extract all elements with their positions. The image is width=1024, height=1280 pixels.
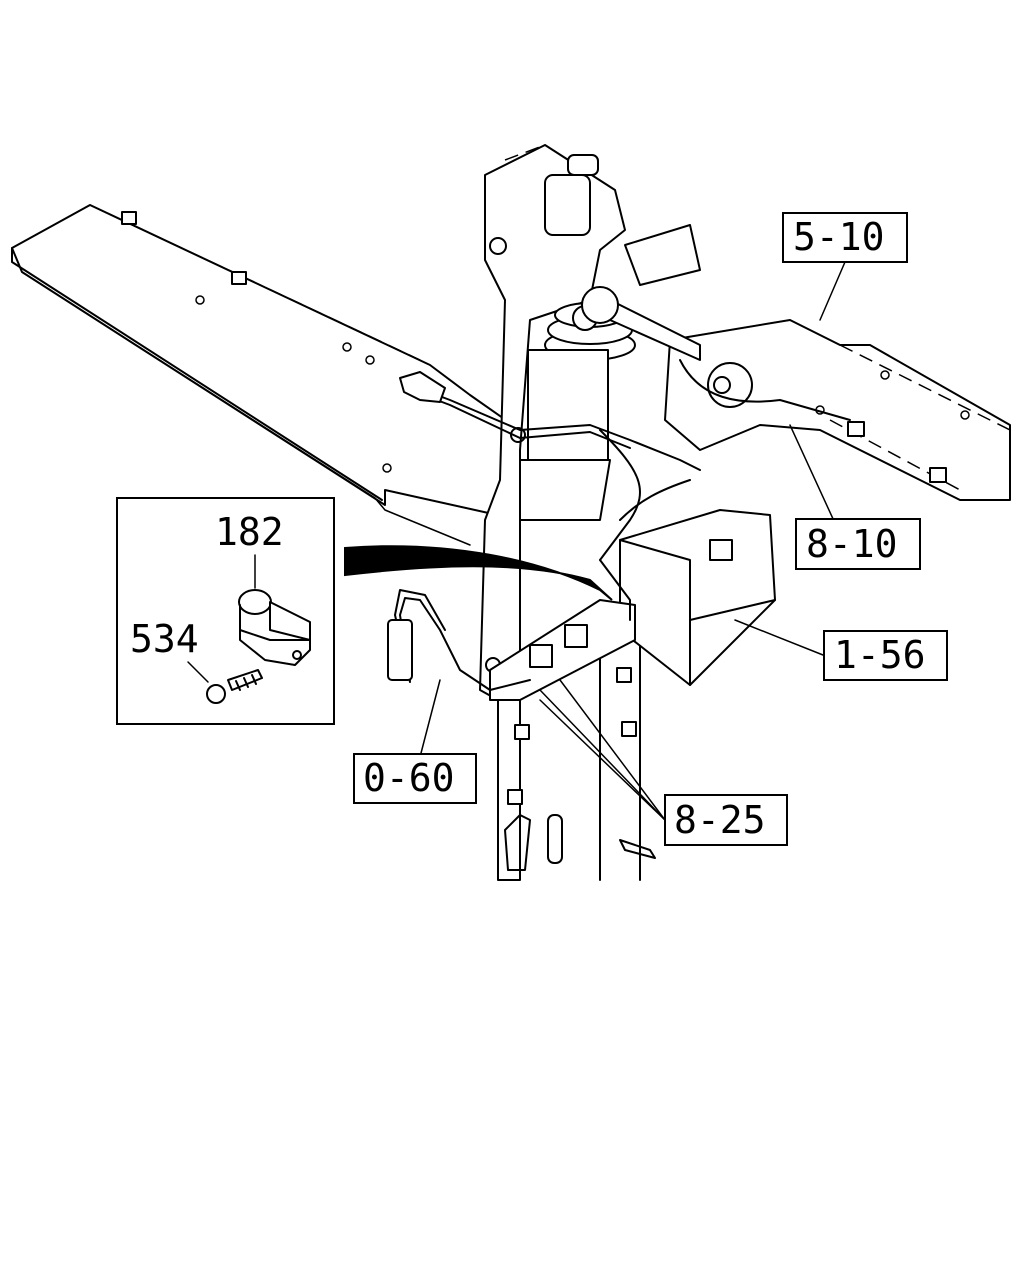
svg-text:8-25: 8-25 — [674, 798, 766, 842]
harness-connector — [399, 371, 446, 403]
clip-1 — [529, 644, 553, 668]
label-0-60: 0-60 — [353, 753, 477, 804]
frame-bolt-2 — [514, 724, 530, 740]
sensor-block — [619, 509, 776, 686]
harness-bracket — [489, 559, 636, 701]
bolt-534 — [206, 669, 263, 704]
frame-bolt-3 — [621, 721, 637, 737]
label-1-56: 1-56 — [823, 630, 948, 681]
nut-2 — [231, 271, 247, 285]
nut-1 — [121, 211, 137, 225]
part-number-182: 182 — [215, 510, 284, 554]
axle-nut-2 — [929, 467, 947, 483]
svg-text:5-10: 5-10 — [793, 215, 885, 259]
inset-frame — [116, 497, 335, 725]
block-nut — [709, 539, 733, 561]
label-8-25: 8-25 — [664, 794, 788, 846]
sensor-plug — [387, 619, 413, 681]
axle-nut-1 — [847, 421, 865, 437]
detail-callout-arrow — [344, 545, 613, 601]
sensor-cable — [387, 589, 531, 691]
frame-side-plate — [11, 204, 521, 546]
part-number-534: 534 — [130, 617, 199, 661]
frame-slot — [547, 814, 563, 864]
label-5-10: 5-10 — [782, 212, 908, 263]
suspension-spring — [519, 302, 636, 521]
cross-member — [581, 224, 1011, 501]
shackle-bracket — [544, 174, 591, 236]
label-8-10: 8-10 — [795, 518, 921, 570]
frame-bolt-1 — [507, 789, 523, 805]
clip-2 — [564, 624, 588, 648]
leader-lines — [419, 261, 846, 821]
svg-text:8-10: 8-10 — [806, 522, 898, 566]
svg-text:0-60: 0-60 — [363, 756, 455, 800]
clamp-182 — [238, 589, 311, 666]
frame-bolt-4 — [616, 667, 632, 683]
detail-inset: 182 534 — [116, 497, 335, 725]
svg-text:1-56: 1-56 — [834, 633, 926, 677]
wire-harness — [399, 359, 851, 561]
